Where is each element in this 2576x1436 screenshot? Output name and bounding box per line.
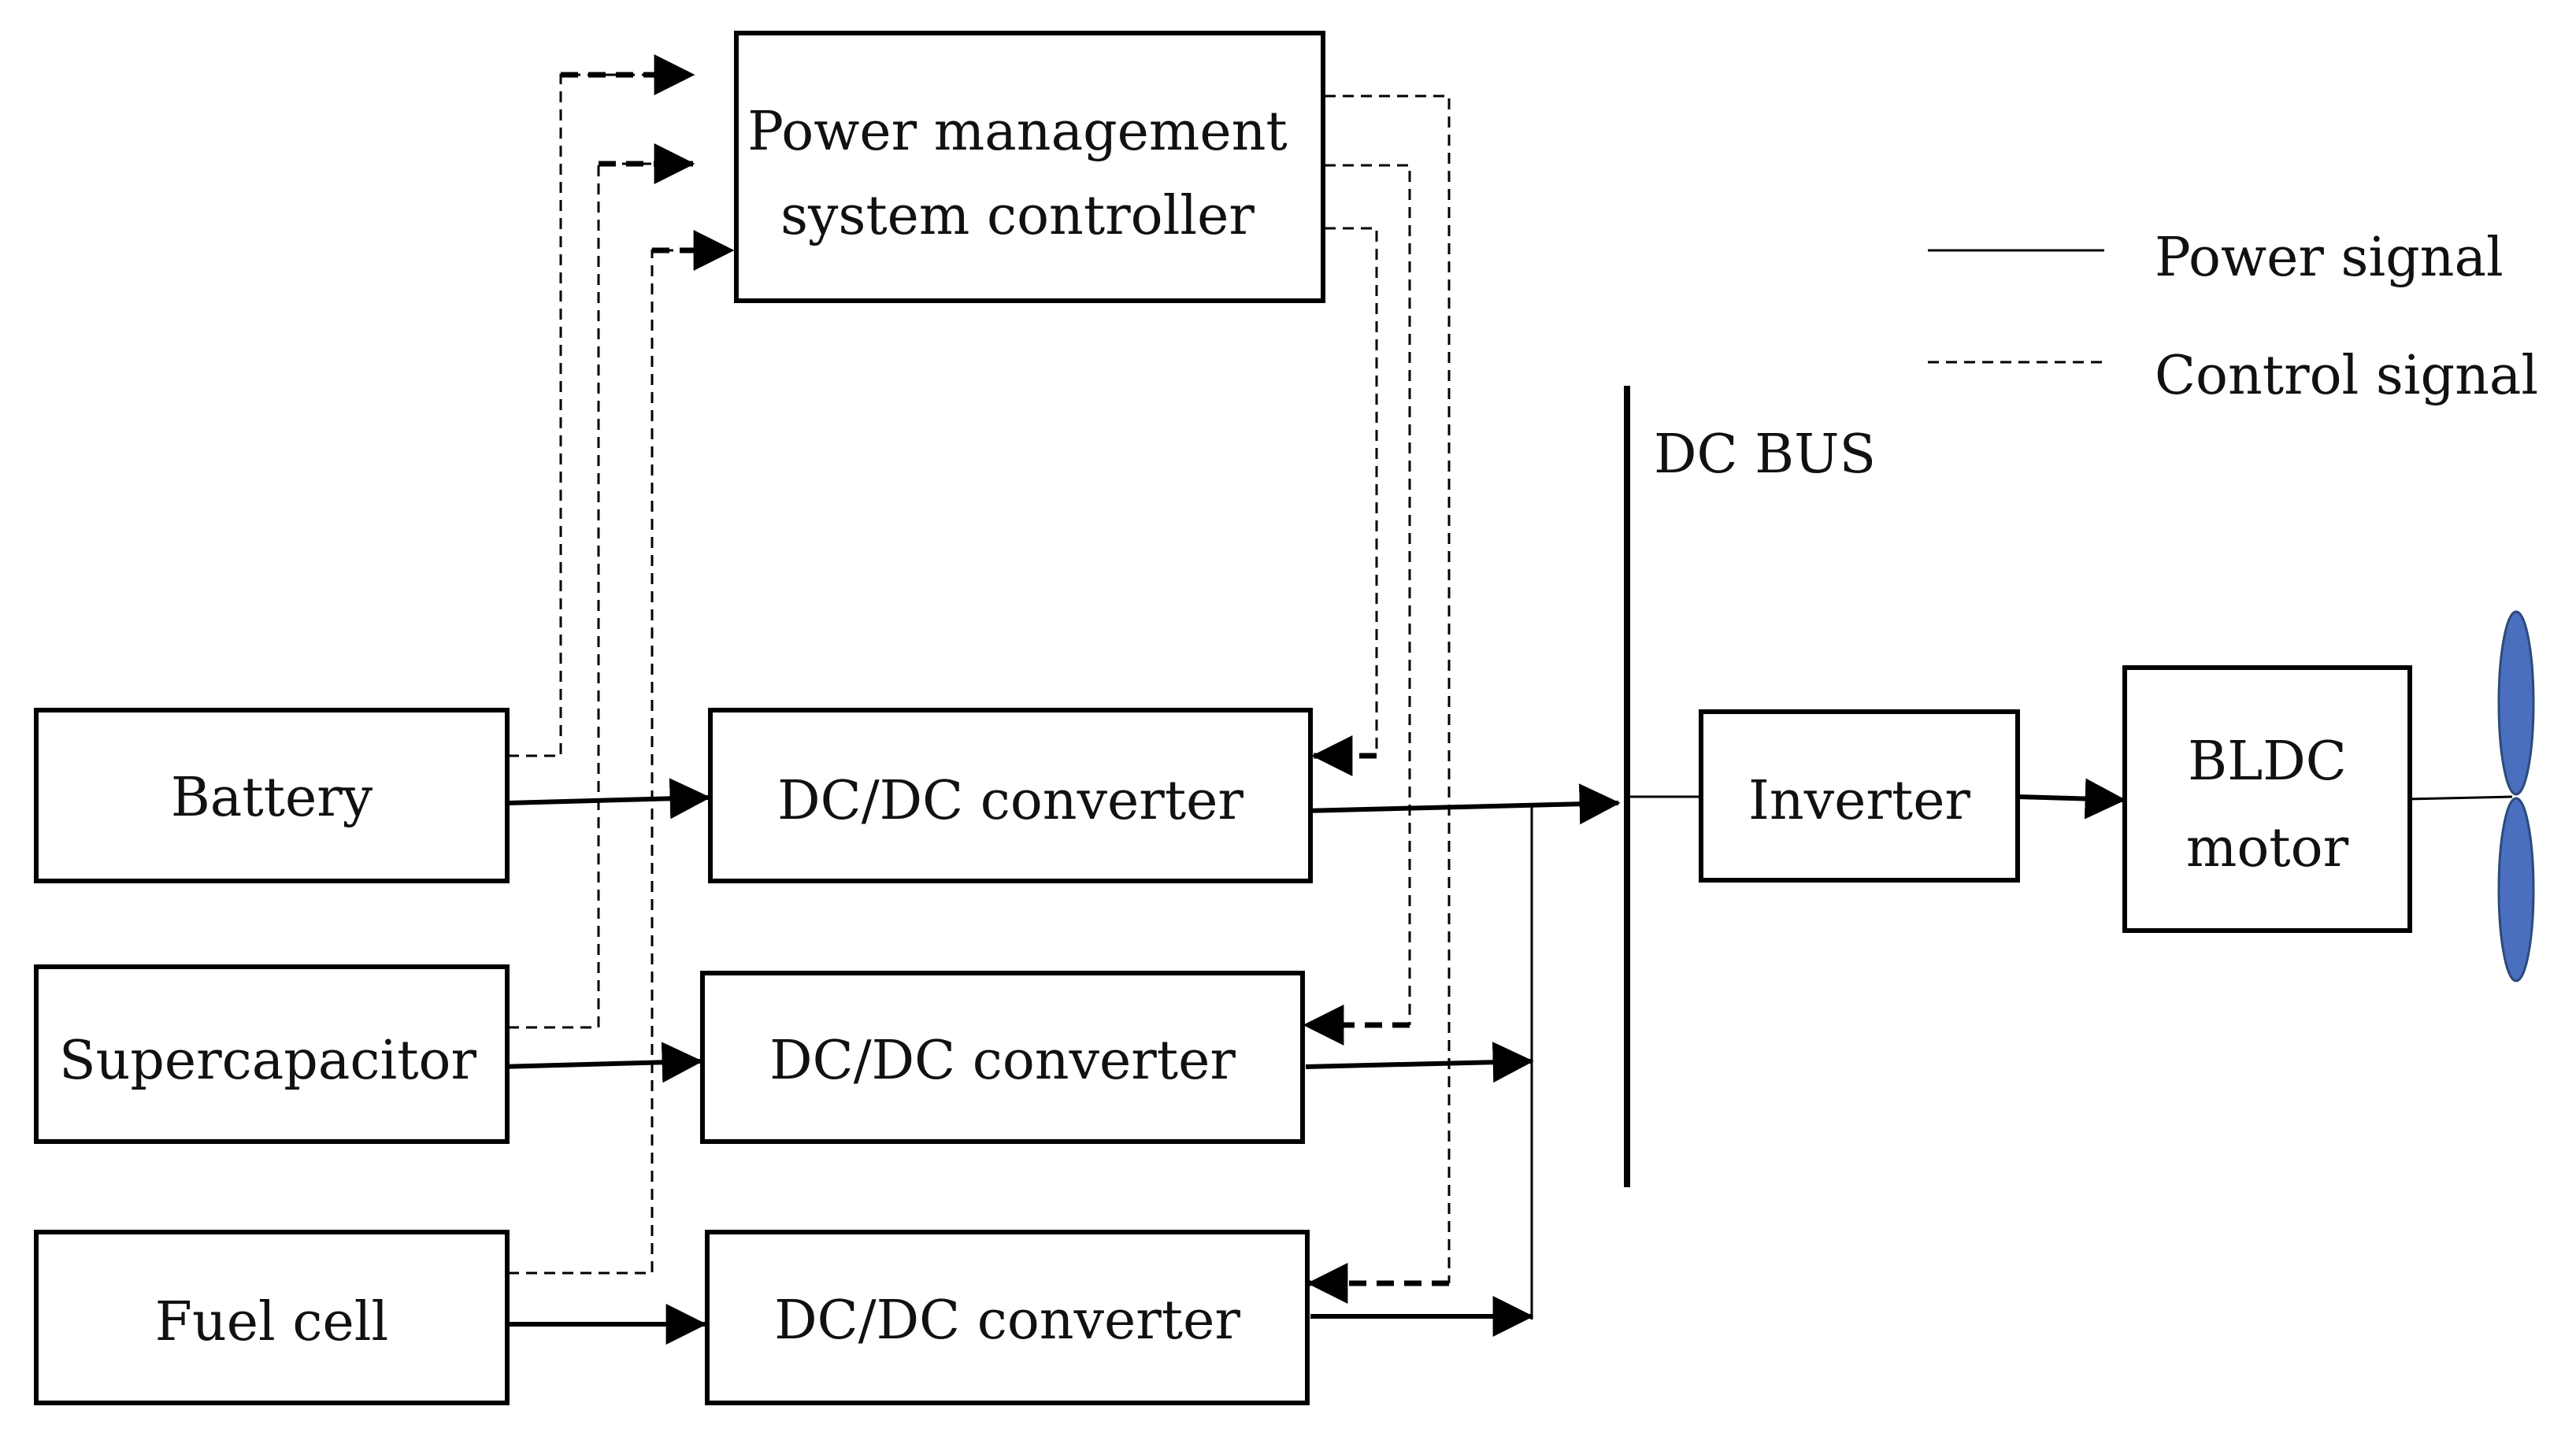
pms-label-line2: system controller — [780, 185, 1255, 247]
control-line-pms-to-converter-3 — [1325, 94, 1451, 1283]
power-line-motor-to-propeller — [2407, 795, 2513, 801]
supercapacitor-block: Supercapacitor — [34, 964, 510, 1144]
control-line-battery-to-pms — [508, 73, 685, 757]
dc-dc-converter-2-block: DC/DC converter — [700, 971, 1305, 1144]
propeller-blade-top — [2497, 610, 2535, 796]
propeller-blade-bottom — [2497, 797, 2535, 983]
dc-bus-label: DC BUS — [1654, 424, 1876, 486]
legend-control-label: Control signal — [2155, 345, 2538, 407]
power-arrow-converter-1-to-bus — [1303, 783, 1621, 825]
inverter-label: Inverter — [1748, 770, 1970, 832]
converter-1-label: DC/DC converter — [777, 770, 1244, 832]
dc-dc-converter-3-block: DC/DC converter — [705, 1230, 1310, 1405]
legend-power-label: Power signal — [2155, 227, 2504, 289]
converter-3-label: DC/DC converter — [774, 1290, 1240, 1352]
inverter-block: Inverter — [1699, 709, 2020, 883]
battery-label: Battery — [171, 767, 373, 829]
converter-2-label: DC/DC converter — [769, 1030, 1236, 1092]
legend: Power signal Control signal — [1928, 227, 2538, 407]
dc-dc-converter-1-block: DC/DC converter — [708, 708, 1313, 883]
control-line-fuelcell-to-pms — [508, 249, 685, 1275]
pms-label-line1: Power management — [747, 101, 1287, 163]
control-line-pms-to-converter-2 — [1325, 164, 1411, 1025]
fuel-cell-block: Fuel cell — [34, 1230, 510, 1405]
power-arrow-converter-2-to-collector — [1305, 1042, 1534, 1083]
fuel-cell-label: Fuel cell — [155, 1291, 388, 1353]
motor-label-line1: BLDC — [2188, 731, 2347, 793]
power-arrow-battery-to-converter-1 — [507, 778, 711, 820]
power-arrow-supercapacitor-to-converter-2 — [499, 1042, 703, 1083]
control-line-supercapacitor-to-pms — [508, 162, 685, 1029]
battery-block: Battery — [34, 708, 510, 883]
motor-label-line2: motor — [2186, 817, 2349, 879]
control-line-pms-to-converter-1 — [1325, 227, 1378, 756]
pms-controller-block: Power management system controller — [734, 31, 1325, 303]
supercapacitor-label: Supercapacitor — [59, 1030, 476, 1092]
propeller-icon — [2497, 610, 2535, 983]
power-arrow-inverter-to-motor — [2017, 778, 2126, 820]
bldc-motor-block: BLDC motor — [2122, 665, 2412, 933]
